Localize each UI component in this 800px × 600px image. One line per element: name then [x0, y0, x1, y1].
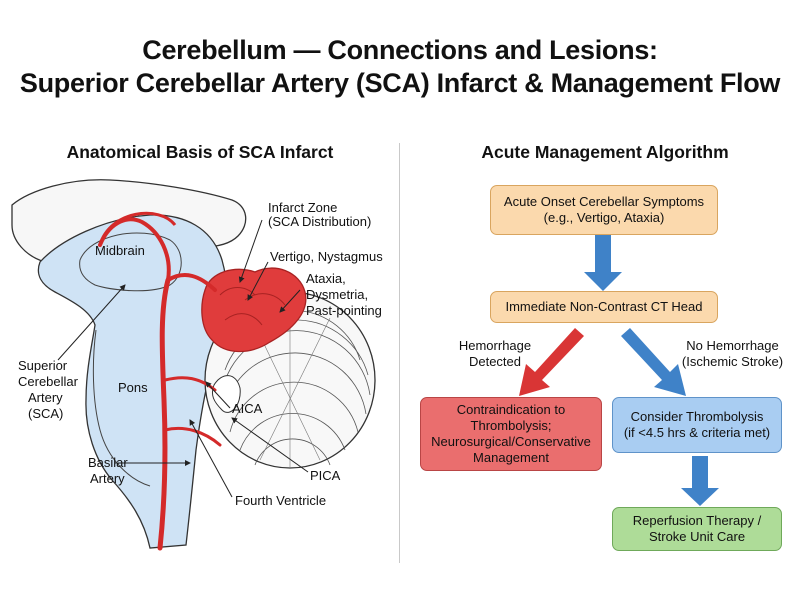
pica-artery [163, 426, 222, 447]
brainstem [37, 214, 228, 549]
label-basilar-1: Basilar [88, 455, 128, 470]
label-sca-3: Artery [28, 390, 63, 405]
box-ct-head: Immediate Non-Contrast CT Head [490, 291, 718, 323]
arrow-onset-ct-head [584, 272, 622, 291]
label-pica: PICA [310, 468, 341, 483]
box-consider-thrombolysis: Consider Thrombolysis (if <4.5 hrs & cri… [612, 397, 782, 453]
label-midbrain: Midbrain [95, 243, 145, 258]
label-pons: Pons [118, 380, 148, 395]
label-infarct-zone-2: (SCA Distribution) [268, 214, 371, 229]
algorithm-heading: Acute Management Algorithm [481, 142, 729, 162]
label-vertigo: Vertigo, Nystagmus [270, 249, 383, 264]
sca-branch-arch [98, 211, 177, 246]
panel-divider [399, 143, 400, 563]
label-aica: AICA [232, 401, 263, 416]
label-sca-2: Cerebellar [18, 374, 79, 389]
arrow-no-hemorrhage [621, 328, 686, 396]
arrow-hemorrhage [519, 328, 584, 396]
anatomy-heading: Anatomical Basis of SCA Infarct [66, 142, 334, 162]
label-ataxia-1: Ataxia, [306, 271, 346, 286]
label-sca-4: (SCA) [28, 406, 63, 421]
basilar-artery [157, 277, 171, 551]
label-infarct-zone-1: Infarct Zone [268, 200, 337, 215]
box-ct-head-line-1: Immediate Non-Contrast CT Head [505, 299, 703, 314]
box-acute-onset-line-2: (e.g., Vertigo, Ataxia) [543, 210, 665, 225]
label-fourth-ventricle: Fourth Ventricle [235, 493, 326, 508]
label-sca-1: Superior [18, 358, 68, 373]
title-line-2: Superior Cerebellar Artery (SCA) Infarct… [19, 68, 781, 98]
arrow-onset-ct-shaft [595, 235, 611, 275]
box-reperfusion: Reperfusion Therapy / Stroke Unit Care [612, 507, 782, 551]
flow-arrows [519, 235, 719, 506]
label-basilar-2: Artery [90, 471, 125, 486]
main-title: Cerebellum — Connections and Lesions: Su… [0, 34, 800, 100]
box-contraindication: Contraindication to Thrombolysis; Neuros… [420, 397, 602, 471]
label-ataxia-3: Past-pointing [306, 303, 382, 318]
arrow-thrombo-reperfusion-head [681, 488, 719, 506]
label-no-hemorrhage: No Hemorrhage (Ischemic Stroke) [681, 338, 784, 369]
label-hemorrhage-detected: Hemorrhage Detected [458, 338, 532, 369]
box-acute-onset-line-1: Acute Onset Cerebellar Symptoms [503, 194, 705, 209]
arrow-thrombo-reperfusion-shaft [692, 456, 708, 492]
box-acute-onset: Acute Onset Cerebellar Symptoms (e.g., V… [490, 185, 718, 235]
label-ataxia-2: Dysmetria, [306, 287, 368, 302]
title-line-1: Cerebellum — Connections and Lesions: [142, 35, 658, 65]
midbrain-contour [79, 232, 182, 292]
pons-contour [92, 329, 151, 487]
fourth-ventricle [211, 375, 241, 413]
